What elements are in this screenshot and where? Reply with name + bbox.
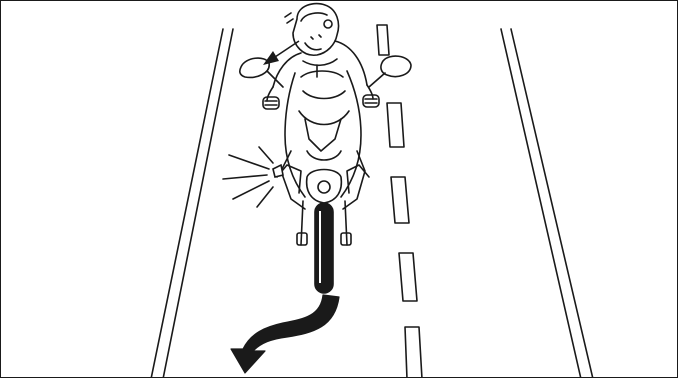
head-motion-marks	[285, 13, 293, 23]
motorcycle-fairing	[277, 71, 369, 209]
left-turn-signal-icon	[223, 147, 283, 207]
head-check-arrow-icon	[263, 41, 299, 65]
headlight-fender	[307, 170, 342, 204]
road-edge-left	[151, 29, 233, 378]
road-edge-right	[501, 29, 593, 378]
turn-direction-arrow-icon	[231, 295, 339, 373]
rider-helmet	[293, 4, 339, 56]
rider-body	[273, 41, 367, 87]
rider-arms	[263, 85, 379, 109]
lane-divider-dashes	[377, 25, 422, 378]
front-wheel	[315, 203, 333, 293]
